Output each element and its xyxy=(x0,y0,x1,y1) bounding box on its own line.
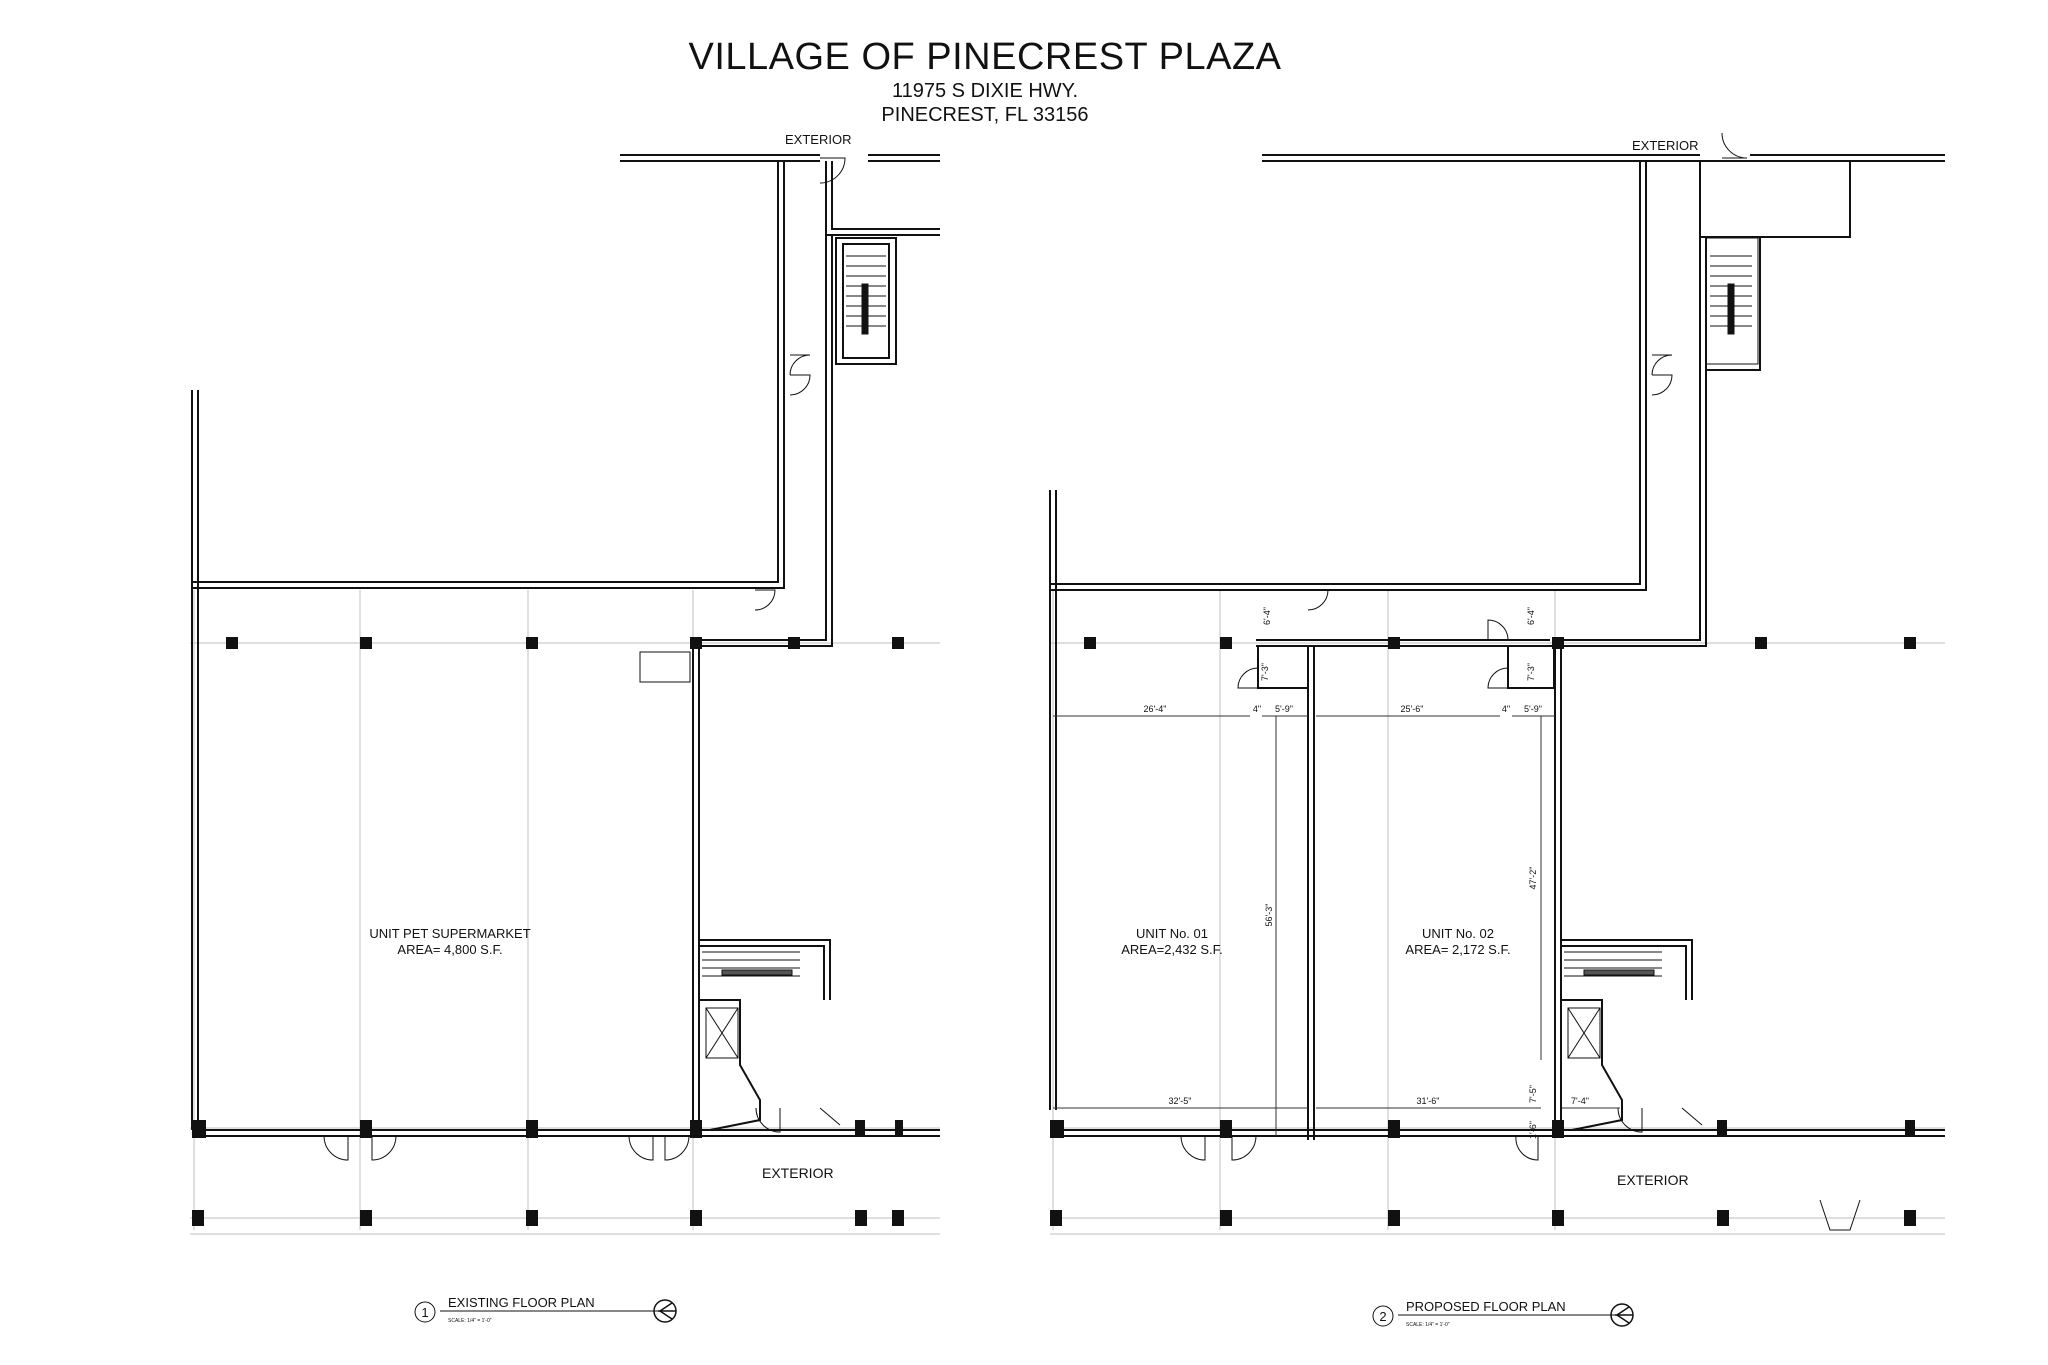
proposed-lower-stair xyxy=(1564,951,1662,1059)
existing-columns xyxy=(192,637,904,1226)
existing-lower-stair xyxy=(702,951,800,1059)
proposed-exterior-bottom-label: EXTERIOR xyxy=(1617,1172,1689,1188)
dim-56-3: 56'-3" xyxy=(1264,904,1274,927)
existing-doors xyxy=(323,157,846,1161)
existing-building-walls xyxy=(191,154,940,1137)
dim-7-4: 7'-4" xyxy=(1571,1096,1589,1106)
address-line-2: PINECREST, FL 33156 xyxy=(881,104,1089,126)
existing-caption-title: EXISTING FLOOR PLAN xyxy=(448,1295,595,1310)
unit-02-name: UNIT No. 02 xyxy=(1422,926,1494,941)
existing-caption-bubble xyxy=(414,1301,436,1323)
existing-exterior-top-label: EXTERIOR xyxy=(785,132,851,147)
proposed-dimension-labels: 26'-4" 4" 5'-9" 25'-6" 4" 5'-9" 6'-4" 6'… xyxy=(1144,607,1589,1139)
existing-grid-lines xyxy=(190,590,940,1235)
unit-01-area: AREA=2,432 S.F. xyxy=(1121,942,1223,957)
dim-6-4-right: 6'-4" xyxy=(1526,607,1536,625)
dim-7-3-right: 7'-3" xyxy=(1526,663,1536,681)
proposed-caption-bubble xyxy=(1372,1305,1394,1327)
proposed-building-walls xyxy=(1049,154,1945,1140)
proposed-doors xyxy=(1180,132,1861,1231)
proposed-columns xyxy=(1050,637,1916,1226)
dim-7-3-left: 7'-3" xyxy=(1260,663,1270,681)
project-title: VILLAGE OF PINECREST PLAZA xyxy=(688,36,1282,78)
dim-4-right: 4" xyxy=(1502,704,1510,714)
dim-47-2: 47'-2" xyxy=(1528,867,1538,890)
existing-unit-area: AREA= 4,800 S.F. xyxy=(397,942,502,957)
dim-5-9-right: 5'-9" xyxy=(1524,704,1542,714)
dim-7-5: 7'-5" xyxy=(1528,1085,1538,1103)
dim-4-left: 4" xyxy=(1253,704,1261,714)
existing-caption-scale: SCALE: 1/4" = 1'-0" xyxy=(448,1318,492,1324)
dim-5-9-left: 5'-9" xyxy=(1275,704,1293,714)
dim-6-4-left: 6'-4" xyxy=(1262,607,1272,625)
proposed-exterior-top-label: EXTERIOR xyxy=(1632,138,1698,153)
address-line-1: 11975 S DIXIE HWY. xyxy=(891,80,1078,102)
proposed-floor-plan: EXTERIOR EXTERIOR UNIT No. 01 AREA=2,432… xyxy=(1049,132,1945,1328)
existing-exterior-bottom-label: EXTERIOR xyxy=(762,1165,834,1181)
existing-unit-name: UNIT PET SUPERMARKET xyxy=(369,926,530,941)
existing-upper-stair xyxy=(846,255,886,335)
dim-1-6: 1'-6" xyxy=(1528,1121,1538,1139)
dim-25-6: 25'-6" xyxy=(1401,704,1424,714)
dim-31-6: 31'-6" xyxy=(1417,1096,1440,1106)
existing-caption-number: 1 xyxy=(421,1305,428,1320)
proposed-north-arrow-icon xyxy=(1610,1303,1634,1327)
proposed-plan-caption: 2 PROPOSED FLOOR PLAN SCALE: 1/4" = 1'-0… xyxy=(1372,1299,1634,1328)
proposed-caption-scale: SCALE: 1/4" = 1'-0" xyxy=(1406,1322,1450,1328)
proposed-caption-number: 2 xyxy=(1379,1309,1386,1324)
proposed-upper-stair xyxy=(1705,237,1759,365)
proposed-dimension-lines xyxy=(1053,715,1620,1136)
dim-26-4: 26'-4" xyxy=(1144,704,1167,714)
unit-02-area: AREA= 2,172 S.F. xyxy=(1405,942,1510,957)
proposed-caption-title: PROPOSED FLOOR PLAN xyxy=(1406,1299,1566,1314)
existing-north-arrow-icon xyxy=(653,1299,677,1323)
existing-floor-plan: EXTERIOR EXTERIOR UNIT PET SUPERMARKET A… xyxy=(190,132,940,1324)
existing-plan-caption: 1 EXISTING FLOOR PLAN SCALE: 1/4" = 1'-0… xyxy=(414,1295,677,1324)
dim-32-5: 32'-5" xyxy=(1169,1096,1192,1106)
proposed-grid-lines xyxy=(1050,590,1945,1235)
unit-01-name: UNIT No. 01 xyxy=(1136,926,1208,941)
